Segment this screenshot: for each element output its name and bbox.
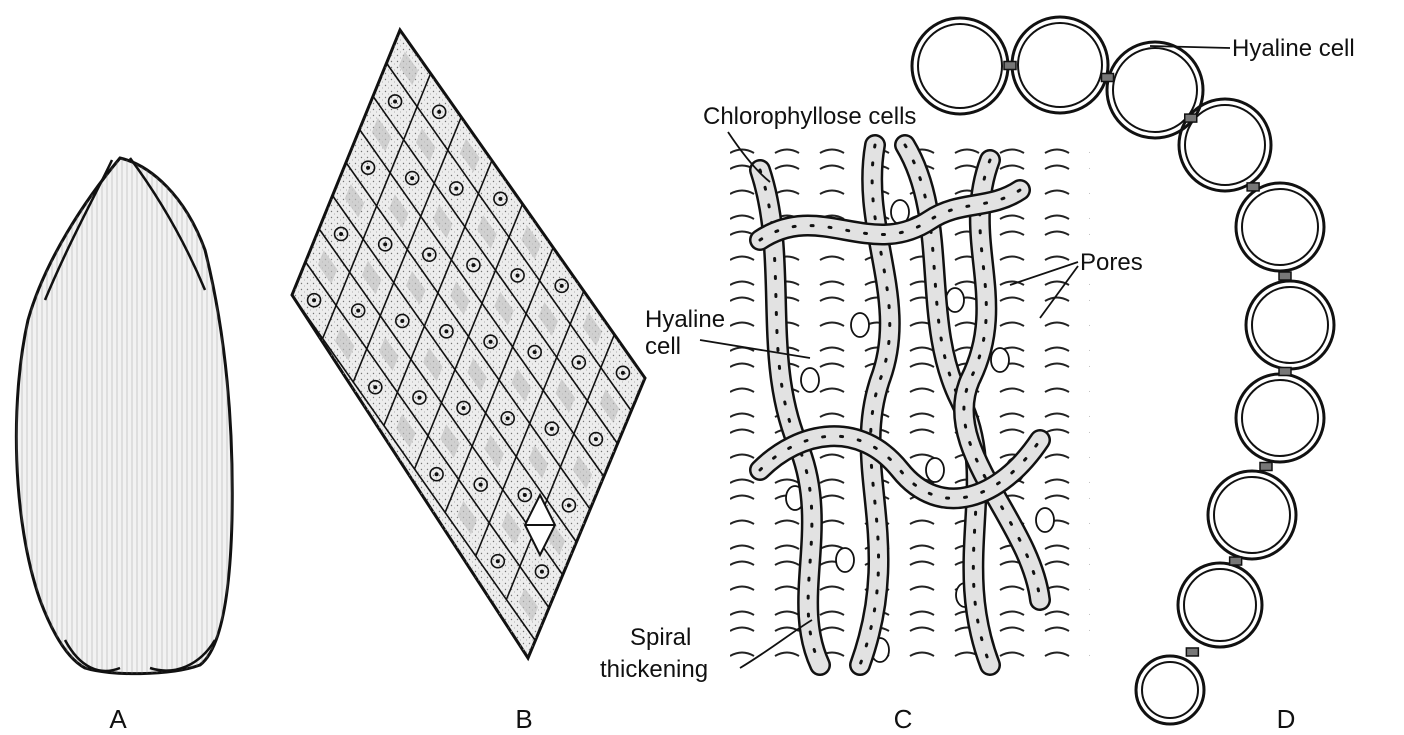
pore (836, 548, 854, 572)
pores-leader-1 (1010, 262, 1078, 285)
spiral-thickening (730, 562, 1114, 566)
hyaline-cell-outer-wall (1208, 471, 1296, 559)
hyaline-cell-nucleus-dot (498, 197, 502, 201)
panel-d-label: D (1277, 704, 1296, 734)
spiral-thickening (730, 298, 1114, 302)
hyaline-cell-inner-wall (1018, 23, 1102, 107)
chlorophyllose-cell-junction (1279, 368, 1291, 376)
hyaline-cell-inner-wall (1184, 569, 1256, 641)
spiral-thickening (730, 546, 1114, 550)
hyaline-cell-outer-wall (1246, 281, 1334, 369)
hyaline-cell-inner-wall (1214, 477, 1290, 553)
pore (946, 288, 964, 312)
hyaline-cell-nucleus-dot (417, 396, 421, 400)
spiral-thickening (730, 521, 1114, 525)
hyaline-cell-nucleus-dot (312, 298, 316, 302)
hyaline-cell-inner-wall (1252, 287, 1328, 363)
pore (926, 458, 944, 482)
hyaline-cell-outer-wall (1136, 656, 1204, 724)
hyaline-cell-nucleus-dot (400, 319, 404, 323)
hyaline-cell-c-label-line2: cell (645, 333, 681, 360)
hyaline-cell-outer-wall (1236, 183, 1324, 271)
hyaline-cell-nucleus-dot (489, 340, 493, 344)
panel-b-areolation (292, 30, 645, 658)
hyaline-cell-inner-wall (1142, 662, 1198, 718)
hyaline-cell-nucleus-dot (560, 284, 564, 288)
chlorophyllose-cell-junction (1279, 272, 1291, 280)
hyaline-cell-inner-wall (1242, 380, 1318, 456)
hyaline-cell-nucleus-dot (523, 493, 527, 497)
hyaline-cell-nucleus-dot (383, 242, 387, 246)
pore (1036, 508, 1054, 532)
spiral-thickening-leader (740, 620, 812, 668)
hyaline-cell-c-label-line1: Hyaline (645, 306, 725, 333)
hyaline-cell-outer-wall (1236, 374, 1324, 462)
hyaline-cell-nucleus-dot (339, 232, 343, 236)
panel-b-label: B (515, 704, 532, 734)
spiral-thickening (730, 587, 1114, 591)
hyaline-cell-outer-wall (1179, 99, 1271, 191)
hyaline-cell-outer-wall (1012, 17, 1108, 113)
pore (801, 368, 819, 392)
hyaline-cell-nucleus-dot (567, 503, 571, 507)
hyaline-cell-nucleus-dot (454, 186, 458, 190)
chlorophyllose-cell-junction (1260, 463, 1272, 471)
hyaline-cell-nucleus-dot (621, 371, 625, 375)
panel-a-label: A (109, 704, 127, 734)
panel-a-leaf-drawing (16, 158, 232, 674)
hyaline-cell-nucleus-dot (427, 253, 431, 257)
chlorophyllose-cell-junction (1186, 648, 1198, 656)
hyaline-cell-nucleus-dot (479, 483, 483, 487)
chlorophyllose-cell-junction (1230, 557, 1242, 565)
hyaline-cell-nucleus-dot (437, 110, 441, 114)
pore (991, 348, 1009, 372)
hyaline-cell-nucleus-dot (594, 437, 598, 441)
panel-c-cell-network (730, 145, 1114, 665)
hyaline-cell-inner-wall (918, 24, 1002, 108)
spiral-thickening (730, 612, 1114, 616)
pore (851, 313, 869, 337)
chlorophyllose-cell-junction (1185, 114, 1197, 122)
chlorophyllose-cell-junction (1004, 62, 1016, 70)
spiral-thickening (730, 150, 1114, 154)
spiral-thickening (730, 628, 1114, 632)
chlorophyllose-cell-junction (1247, 183, 1259, 191)
hyaline-cell-nucleus-dot (373, 385, 377, 389)
panel-c-label: C (894, 704, 913, 734)
hyaline-cell-nucleus-dot (506, 416, 510, 420)
hyaline-cell-nucleus-dot (435, 472, 439, 476)
hyaline-cell-nucleus-dot (462, 406, 466, 410)
pores-label: Pores (1080, 249, 1143, 276)
hyaline-cell-nucleus-dot (393, 99, 397, 103)
spiral-thickening (730, 257, 1114, 261)
spiral-thickening-label-line2: thickening (600, 656, 708, 683)
hyaline-cell-nucleus-dot (496, 559, 500, 563)
spiral-thickening-label-line1: Spiral (630, 624, 691, 651)
hyaline-cell-inner-wall (1242, 189, 1318, 265)
hyaline-cell-outer-wall (1178, 563, 1262, 647)
hyaline-cell-outer-wall (912, 18, 1008, 114)
hyaline-cell-d-label: Hyaline cell (1232, 35, 1355, 62)
hyaline-cell-nucleus-dot (533, 350, 537, 354)
hyaline-cell-outer-wall (1107, 42, 1203, 138)
hyaline-cell-nucleus-dot (366, 166, 370, 170)
hyaline-cell-nucleus-dot (410, 176, 414, 180)
hyaline-cell-nucleus-dot (356, 309, 360, 313)
hyaline-cell-nucleus-dot (516, 273, 520, 277)
hyaline-cell-nucleus-dot (577, 360, 581, 364)
hyaline-cell-nucleus-dot (444, 329, 448, 333)
spiral-thickening (730, 653, 1114, 657)
chlorophyllose-cell-junction (1102, 74, 1114, 82)
hyaline-cell-nucleus-dot (471, 263, 475, 267)
spiral-thickening (730, 282, 1114, 286)
hyaline-cell-nucleus-dot (550, 427, 554, 431)
chlorophyllose-strands (760, 145, 1040, 665)
chlorophyllose-cells-label: Chlorophyllose cells (703, 103, 916, 130)
hyaline-cell-nucleus-dot (540, 570, 544, 574)
